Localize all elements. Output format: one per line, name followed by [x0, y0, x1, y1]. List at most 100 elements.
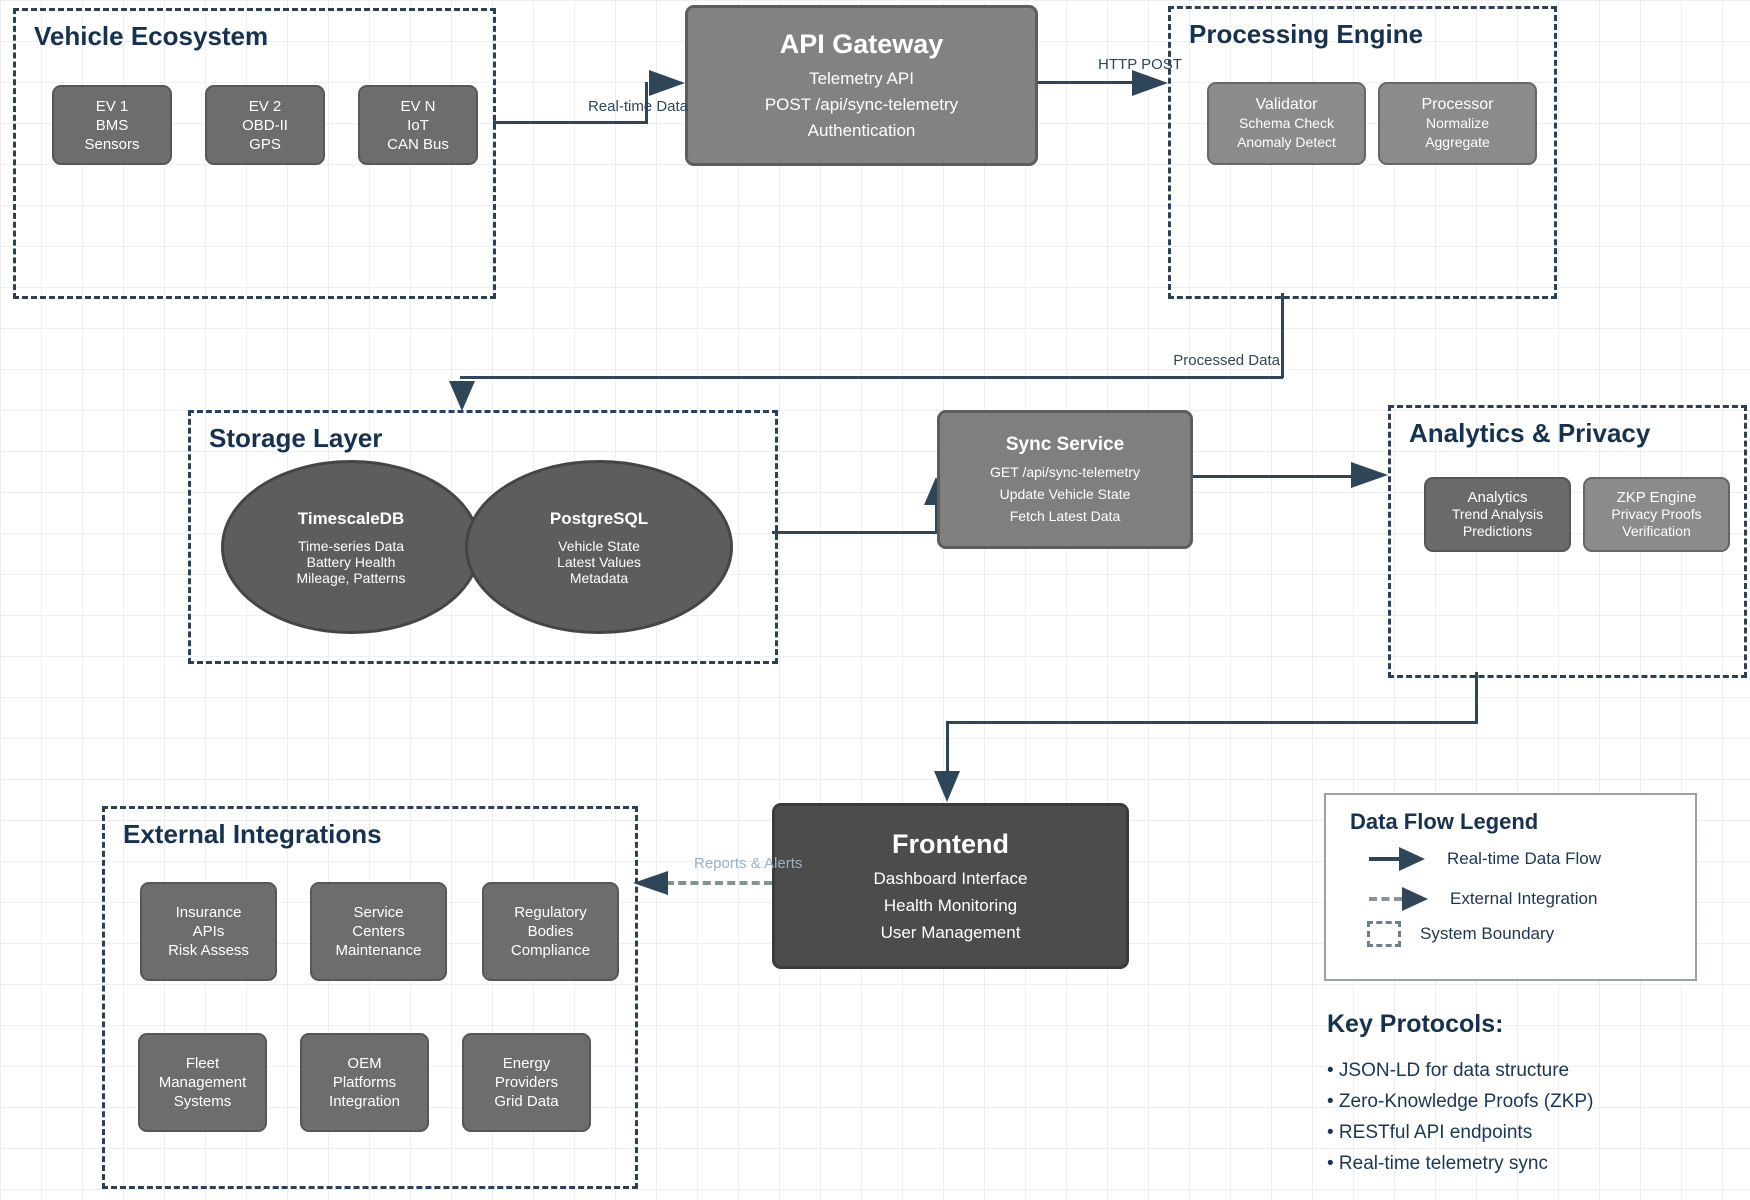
- node-api-gateway: API Gateway Telemetry API POST /api/sync…: [685, 5, 1038, 166]
- node-api-gateway-line: Telemetry API: [809, 68, 914, 88]
- arrowhead-analytics-to-frontend: [934, 771, 960, 802]
- node-service-centers-line: Centers: [352, 923, 405, 940]
- legend-item-label: System Boundary: [1420, 924, 1555, 943]
- node-zkp-engine-line: Verification: [1622, 523, 1691, 539]
- arrowhead-vehicle-to-gateway: [649, 70, 685, 96]
- node-sync-service: Sync Service GET /api/sync-telemetry Upd…: [937, 410, 1193, 549]
- node-zkp-engine: ZKP Engine Privacy Proofs Verification: [1583, 477, 1730, 552]
- node-regulatory-bodies: Regulatory Bodies Compliance: [482, 882, 619, 981]
- legend-item-boundary: System Boundary: [1367, 921, 1554, 947]
- data-flow-legend: Data Flow Legend Real-time Data Flow Ext…: [1324, 793, 1697, 981]
- edge-processing-to-storage-v1: [1281, 293, 1284, 378]
- edge-storage-to-sync-h: [772, 531, 939, 534]
- node-api-gateway-title: API Gateway: [779, 28, 944, 59]
- node-processor-line: Aggregate: [1425, 134, 1490, 150]
- node-analytics-line: Trend Analysis: [1451, 506, 1544, 522]
- node-ev2: EV 2 OBD-II GPS: [205, 85, 325, 165]
- edge-label-real-time-data: Real-time Data: [587, 98, 689, 115]
- node-ev1-line: BMS: [95, 116, 129, 134]
- node-fleet-line: Systems: [173, 1093, 232, 1110]
- node-analytics: Analytics Trend Analysis Predictions: [1424, 477, 1571, 552]
- node-evn: EV N IoT CAN Bus: [358, 85, 478, 165]
- node-service-centers-line: Service: [353, 904, 404, 921]
- arrowhead-gateway-to-processing: [1132, 70, 1168, 96]
- node-oem-platforms: OEM Platforms Integration: [300, 1033, 429, 1132]
- protocol-item: • JSON-LD for data structure: [1327, 1060, 1570, 1081]
- node-evn-line: CAN Bus: [387, 135, 449, 153]
- edge-vehicle-to-gateway-h: [493, 121, 647, 124]
- protocol-item: • RESTful API endpoints: [1327, 1122, 1533, 1143]
- edge-processing-to-storage-h: [460, 376, 1283, 379]
- node-frontend: Frontend Dashboard Interface Health Moni…: [772, 803, 1129, 969]
- node-timescaledb: TimescaleDB Time-series Data Battery Hea…: [221, 460, 481, 634]
- legend-title: Data Flow Legend: [1350, 809, 1539, 834]
- node-frontend-line: User Management: [880, 922, 1021, 942]
- solid-arrow-line-icon: [1369, 857, 1399, 861]
- solid-arrowhead-icon: [1399, 847, 1425, 871]
- node-postgresql-title: PostgreSQL: [549, 508, 649, 528]
- node-service-centers-line: Maintenance: [335, 942, 422, 959]
- node-insurance-apis: Insurance APIs Risk Assess: [140, 882, 277, 981]
- node-ev1-line: EV 1: [95, 97, 129, 115]
- edge-analytics-to-frontend-h: [946, 721, 1478, 724]
- node-regulatory-line: Compliance: [510, 942, 591, 959]
- node-postgresql-line: Latest Values: [557, 553, 641, 570]
- node-processor-line: Normalize: [1425, 115, 1489, 131]
- node-ev2-line: GPS: [249, 135, 281, 153]
- arrowhead-processing-to-storage: [449, 381, 475, 411]
- node-analytics-line: Predictions: [1462, 523, 1533, 539]
- analytics-privacy-title: Analytics & Privacy: [1409, 418, 1651, 448]
- node-analytics-line: Analytics: [1467, 489, 1528, 506]
- dashed-boundary-icon: [1367, 921, 1401, 947]
- arrowhead-sync-to-analytics: [1351, 462, 1388, 488]
- node-energy-line: Energy: [502, 1055, 551, 1072]
- node-sync-service-line: GET /api/sync-telemetry: [990, 463, 1140, 480]
- legend-item-label: Real-time Data Flow: [1447, 849, 1601, 868]
- processing-engine-title: Processing Engine: [1189, 19, 1424, 49]
- vehicle-ecosystem-boundary: Vehicle Ecosystem: [13, 8, 496, 299]
- node-service-centers: Service Centers Maintenance: [310, 882, 447, 981]
- node-regulatory-line: Bodies: [527, 923, 574, 940]
- node-ev2-line: OBD-II: [242, 116, 288, 134]
- external-integrations-title: External Integrations: [123, 819, 382, 849]
- node-fleet-management: Fleet Management Systems: [138, 1033, 267, 1132]
- node-api-gateway-line: POST /api/sync-telemetry: [764, 94, 959, 114]
- node-sync-service-title: Sync Service: [1005, 433, 1125, 455]
- node-sync-service-line: Fetch Latest Data: [1009, 507, 1121, 524]
- node-timescaledb-line: Mileage, Patterns: [296, 569, 406, 586]
- edge-analytics-to-frontend-v2: [946, 723, 949, 771]
- protocol-item: • Zero-Knowledge Proofs (ZKP): [1327, 1091, 1594, 1112]
- edge-sync-to-analytics: [1187, 475, 1351, 478]
- node-fleet-line: Management: [158, 1074, 247, 1091]
- node-ev1-line: Sensors: [84, 135, 140, 153]
- edge-label-processed-data: Processed Data: [1173, 352, 1280, 369]
- node-oem-line: Integration: [329, 1093, 400, 1110]
- legend-item-label: External Integration: [1450, 889, 1598, 908]
- node-timescaledb-line: Time-series Data: [297, 537, 405, 554]
- node-evn-line: IoT: [407, 116, 429, 134]
- dashed-arrow-line-icon: [1369, 897, 1402, 901]
- node-energy-providers: Energy Providers Grid Data: [462, 1033, 591, 1132]
- legend-item-realtime: Real-time Data Flow: [1369, 847, 1601, 871]
- node-fleet-line: Fleet: [185, 1055, 220, 1072]
- node-insurance-line: Risk Assess: [168, 942, 249, 959]
- edge-vehicle-to-gateway-v: [645, 82, 648, 124]
- vehicle-ecosystem-title: Vehicle Ecosystem: [34, 21, 269, 51]
- node-validator-line: Anomaly Detect: [1237, 134, 1336, 150]
- node-frontend-line: Health Monitoring: [883, 895, 1018, 915]
- node-api-gateway-line: Authentication: [807, 120, 916, 140]
- node-oem-line: Platforms: [332, 1074, 397, 1091]
- node-insurance-line: APIs: [192, 923, 225, 940]
- storage-layer-boundary: Storage Layer: [188, 410, 778, 664]
- node-oem-line: OEM: [347, 1055, 382, 1072]
- node-postgresql-line: Metadata: [569, 569, 629, 586]
- node-zkp-engine-line: Privacy Proofs: [1611, 506, 1702, 522]
- storage-layer-title: Storage Layer: [209, 423, 383, 453]
- node-zkp-engine-line: ZKP Engine: [1616, 489, 1697, 506]
- legend-item-external: External Integration: [1369, 887, 1597, 911]
- processing-engine-boundary: Processing Engine: [1168, 6, 1557, 299]
- node-processor-line: Processor: [1421, 96, 1494, 113]
- node-regulatory-line: Regulatory: [514, 904, 587, 921]
- node-timescaledb-title: TimescaleDB: [297, 508, 405, 528]
